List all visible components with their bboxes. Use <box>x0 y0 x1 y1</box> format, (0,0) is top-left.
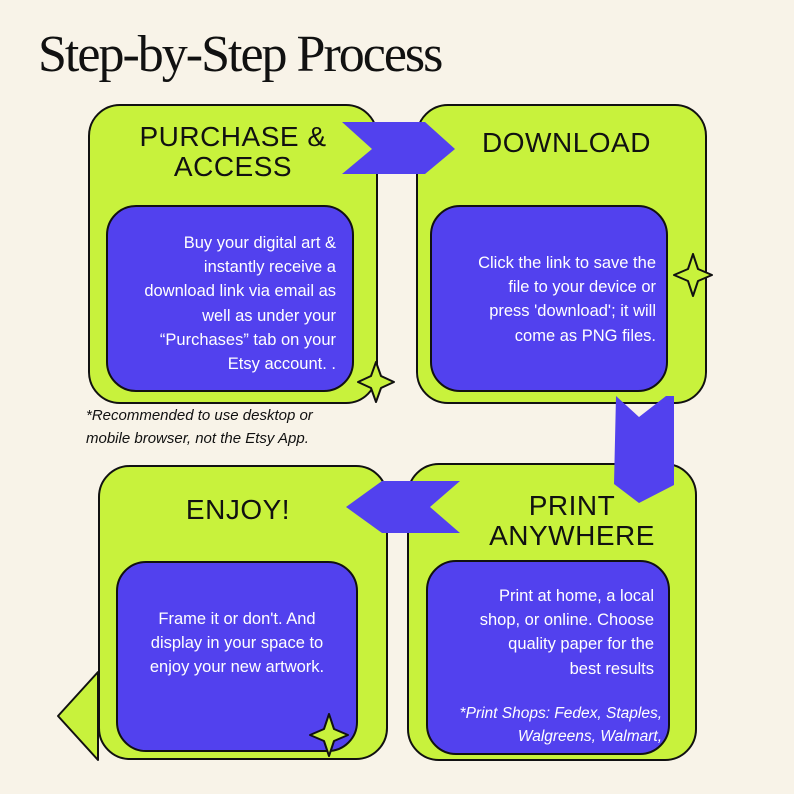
step-body-purchase: Buy your digital art & instantly receive… <box>144 234 336 374</box>
arrow-left-icon <box>346 481 460 533</box>
step-body-enjoy: Frame it or don't. And display in your s… <box>149 610 325 677</box>
footnote: *Recommended to use desktop or mobile br… <box>86 407 313 447</box>
step-body-download: Click the link to save the file to your … <box>478 254 656 345</box>
sparkle-icon <box>673 253 713 297</box>
step-note-print: *Print Shops: Fedex, Staples, Walgreens,… <box>459 705 662 745</box>
step-title-print: PRINT ANYWHERE <box>489 490 655 551</box>
step-body-print: Print at home, a local shop, or online. … <box>479 587 654 678</box>
step-panel-download: Click the link to save the file to your … <box>430 205 668 392</box>
step-title-enjoy: ENJOY! <box>185 494 291 525</box>
sparkle-icon <box>309 713 349 757</box>
arrow-down-icon <box>614 396 674 503</box>
step-panel-enjoy: Frame it or don't. And display in your s… <box>116 561 358 752</box>
step-panel-purchase: Buy your digital art & instantly receive… <box>106 205 354 392</box>
step-title-download: DOWNLOAD <box>482 127 651 158</box>
step-title-purchase: PURCHASE & ACCESS <box>139 121 327 182</box>
step-panel-print: Print at home, a local shop, or online. … <box>426 560 670 755</box>
page-title: Step-by-Step Process <box>38 26 443 83</box>
arrow-right-icon <box>342 122 455 174</box>
sparkle-icon <box>57 671 99 761</box>
sparkle-icon <box>357 361 395 403</box>
